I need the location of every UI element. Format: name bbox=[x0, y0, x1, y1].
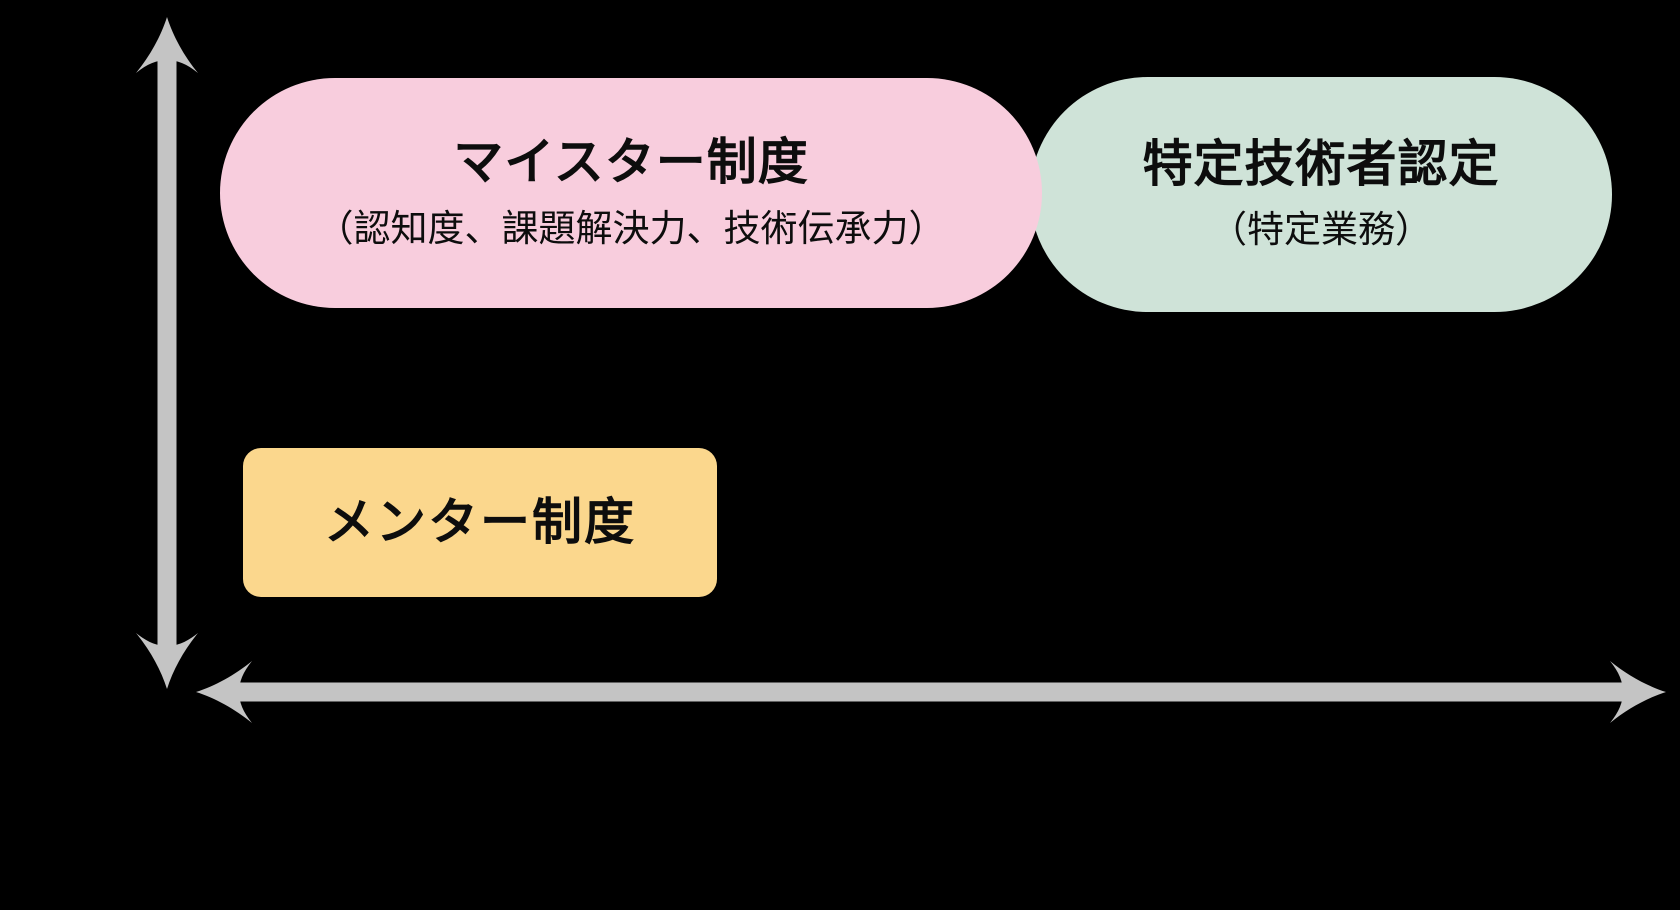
vertical-axis-double-arrow-icon bbox=[136, 17, 198, 689]
node-mentor-system: メンター制度 bbox=[243, 448, 717, 597]
certified-specialist-title: 特定技術者認定 bbox=[1142, 135, 1500, 192]
node-meister-system: マイスター制度 （認知度、課題解決力、技術伝承力） bbox=[220, 78, 1042, 308]
mentor-system-title: メンター制度 bbox=[324, 493, 636, 550]
node-certified-specialist: 特定技術者認定 （特定業務） bbox=[1030, 77, 1612, 312]
horizontal-axis-double-arrow-icon bbox=[196, 661, 1666, 723]
meister-system-title: マイスター制度 bbox=[453, 134, 809, 191]
certified-specialist-subtitle: （特定業務） bbox=[1210, 209, 1432, 251]
meister-system-subtitle: （認知度、課題解決力、技術伝承力） bbox=[316, 207, 946, 249]
